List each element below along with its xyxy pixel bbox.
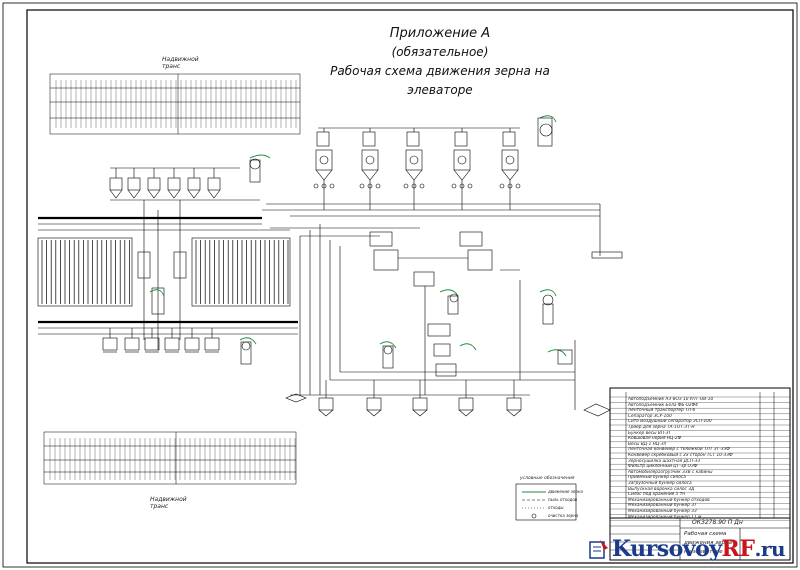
- spec-row: Силос под хранение 5 тн: [628, 492, 686, 498]
- spec-row-index: [614, 515, 626, 521]
- intake-hopper-row: [109, 167, 260, 201]
- stamp-caption-3: на элеваторе: [684, 549, 723, 555]
- stamp-caption-2: движения зерна: [684, 540, 732, 546]
- watermark-text: KursovoyRF.ru: [612, 536, 785, 562]
- spec-row: Сепаратор ЗСУ-100: [628, 413, 672, 419]
- silo-block-left: [37, 237, 133, 307]
- spec-row: Триер для зерна ТА-1ОТ-ЗТ-Н: [628, 425, 695, 430]
- spec-row: Загрузочный бункер силоса: [628, 481, 692, 486]
- spec-row: Зерносушилка шахтная ДСП-ЗЗ: [628, 458, 701, 464]
- spec-row: Автомобилеразгрузчик ЗЗВ с кабины: [628, 469, 713, 475]
- bottom-conveyor-gallery: [43, 431, 297, 485]
- lower-hoppers: [102, 328, 220, 353]
- title-line-3: Рабочая схема движения зерна на: [330, 64, 550, 78]
- title-line-2: (обязательное): [391, 45, 489, 59]
- spec-row: Выпускная воронка силос ЗД: [628, 486, 695, 492]
- legend-item-4: очистка зерна: [548, 513, 579, 518]
- top-conveyor-gallery: [49, 73, 301, 135]
- spec-row: Сито Воздушный сепаратор ЗСП-100: [628, 419, 712, 425]
- silo-block-right: [191, 237, 291, 307]
- spec-row: Механизированный бункер 11 м: [628, 514, 702, 520]
- legend-item-1: движение зерна: [548, 489, 583, 494]
- inner-border: [26, 9, 794, 564]
- spec-row: Механизированный бункер ЗТ: [628, 503, 697, 509]
- title-line-1: Приложение А: [389, 26, 491, 41]
- spec-row: Приемный бункер силоса: [628, 475, 686, 481]
- stamp-code: ОКЗ278.90 П Дн: [692, 519, 743, 526]
- bottom-gallery-label: Надвижной транс: [150, 496, 187, 510]
- legend-title: условные обозначения: [520, 476, 575, 481]
- watermark-name: Kursovoy: [612, 536, 722, 562]
- processing-row: [313, 127, 521, 210]
- legend-item-2: пыль отходов: [548, 497, 578, 502]
- spec-row: Ковшовая нория НЦ-2Ф: [628, 436, 682, 442]
- silo-gallery-lines: [38, 216, 298, 335]
- legend-item-3: отходы: [548, 505, 564, 510]
- spec-row: Автоподъёмник Бола ФБ-02Ф4: [628, 402, 698, 408]
- spec-row: Ленточная конвейер с тележкой ТЛТ ЗТ-ЗЗФ: [628, 447, 730, 453]
- side-equipment: [240, 117, 623, 417]
- watermark-logo-icon: [589, 540, 608, 559]
- spec-row: Конвейер скребковый с 2х сторон ТСТ 10-З…: [628, 453, 733, 458]
- watermark-accent: RF: [721, 536, 755, 562]
- spec-table: [609, 387, 791, 561]
- spec-row: Механизированный бункер ЗЗ: [628, 509, 697, 514]
- watermark-domain: .ru: [754, 537, 785, 561]
- top-gallery-label: Надвижной транс: [162, 56, 199, 70]
- spec-row: Механизированный бункер отходов: [628, 497, 710, 503]
- distribution-lines: [262, 203, 601, 410]
- spec-row: Ленточный транспортер ТЛ-6: [628, 408, 696, 414]
- spec-row: Бункер весы ВП-ЗТ: [628, 430, 672, 436]
- spec-row: Автоподъёмник АЗ-8ОЗ 10 УПТ-ОВ-10: [628, 397, 714, 402]
- cleaning-section: [369, 231, 493, 395]
- spec-row: Фильтр циклонный ЦТ-Зр ОЗФ: [628, 464, 698, 470]
- stamp-caption-1: Рабочая схема: [684, 531, 727, 537]
- legend: [515, 483, 577, 521]
- receiving-row: [318, 380, 522, 417]
- spec-row: Весы ВД-1 НЦ-Зп: [628, 441, 667, 447]
- central-tower: [137, 200, 187, 350]
- title-line-4: элеваторе: [407, 83, 473, 97]
